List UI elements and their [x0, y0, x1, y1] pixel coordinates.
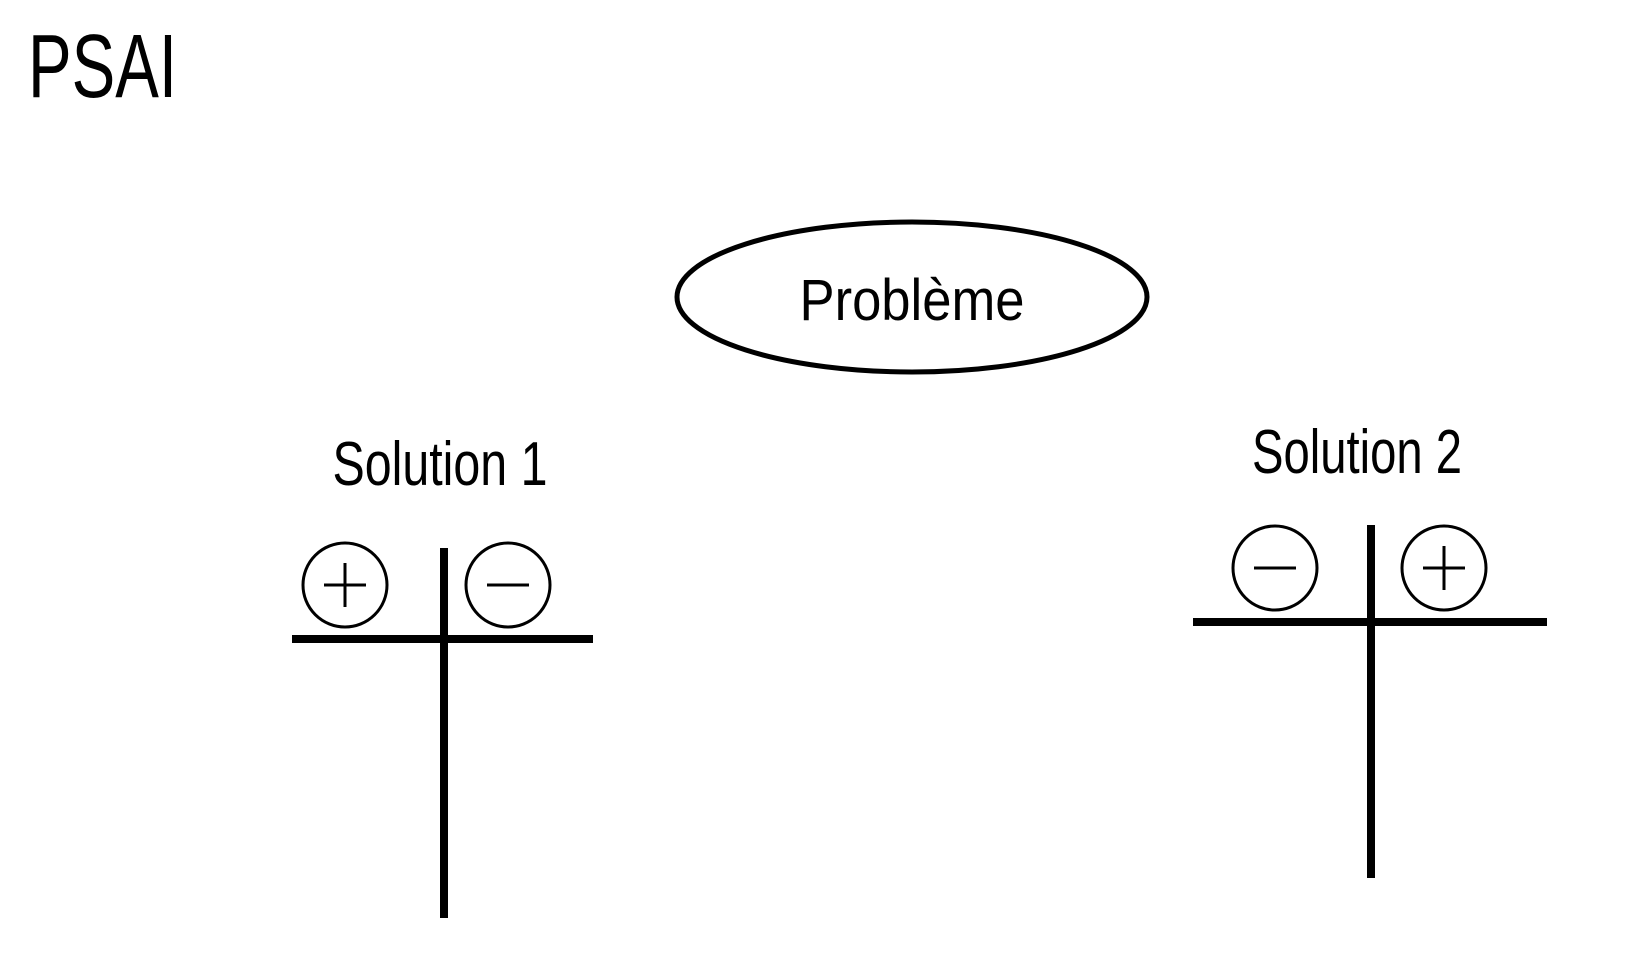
page-title: PSAI	[28, 17, 177, 117]
problem-label: Problème	[800, 268, 1025, 333]
solution1-label: Solution 1	[333, 430, 548, 499]
plus-icon	[301, 541, 389, 629]
minus-icon	[1231, 524, 1319, 612]
solution2-t-chart	[1193, 525, 1547, 878]
solution2-section: Solution 2	[1193, 418, 1547, 878]
plus-icon	[1400, 524, 1488, 612]
problem-ellipse	[674, 219, 1150, 375]
solution2-label: Solution 2	[1252, 418, 1462, 487]
minus-icon	[464, 541, 552, 629]
problem-node: Problème	[674, 219, 1150, 375]
solution1-t-chart	[292, 548, 593, 918]
solution1-section: Solution 1	[292, 430, 593, 918]
